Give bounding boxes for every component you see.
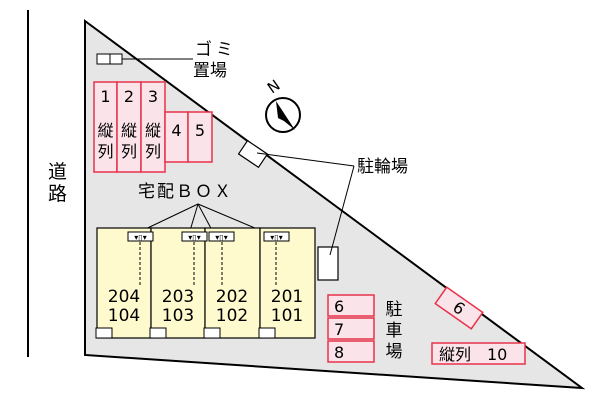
delivery-box-2: ▾▯▾ xyxy=(181,231,208,242)
parking-space-9[interactable]: 9 xyxy=(434,286,484,330)
compass: N xyxy=(264,76,301,133)
unit-201: 201 xyxy=(271,287,303,307)
parking-space-1[interactable]: 1 縦 列 xyxy=(93,81,118,173)
compass-needle xyxy=(276,101,295,130)
unit-202: 202 xyxy=(216,287,248,307)
parking-space-4[interactable]: 4 xyxy=(164,111,189,163)
delivery-box-1: ▾▯▾ xyxy=(127,231,154,242)
space-2-number: 2 xyxy=(124,87,134,106)
parking-space-7[interactable]: 7 xyxy=(327,317,375,340)
space-1-char-1: 縦 xyxy=(97,121,113,140)
parking-label-3: 場 xyxy=(386,342,403,362)
space-7-number: 7 xyxy=(334,320,344,339)
space-2-char-1: 縦 xyxy=(121,121,137,140)
space-1-char-2: 列 xyxy=(97,142,113,161)
svg-text:▾▯▾: ▾▯▾ xyxy=(188,233,200,242)
garbage-label-top: ゴミ xyxy=(195,39,237,60)
space-5-number: 5 xyxy=(195,121,205,140)
road-label-bottom: 路 xyxy=(48,183,67,205)
svg-text:▾▯▾: ▾▯▾ xyxy=(270,233,282,242)
parking-space-3[interactable]: 3 縦 列 xyxy=(140,81,166,173)
parking-label-2: 車 xyxy=(386,321,403,341)
delivery-box-4: ▾▯▾ xyxy=(263,231,290,242)
space-6-number: 6 xyxy=(334,297,344,316)
space-10-label: 縦列 10 xyxy=(439,345,507,364)
garbage-label-bottom: 置場 xyxy=(193,61,227,81)
bike-parking-label: 駐輪場 xyxy=(357,157,408,177)
unit-103: 103 xyxy=(162,306,194,326)
space-8-number: 8 xyxy=(334,343,344,362)
compass-north-label: N xyxy=(264,76,284,97)
space-3-number: 3 xyxy=(148,87,158,106)
space-1-number: 1 xyxy=(100,87,110,106)
parking-space-6[interactable]: 6 xyxy=(327,294,375,317)
unit-104: 104 xyxy=(108,306,140,326)
svg-text:▾▯▾: ▾▯▾ xyxy=(134,233,146,242)
space-4-number: 4 xyxy=(171,121,181,140)
parking-space-8[interactable]: 8 xyxy=(327,340,375,363)
bike-shed-2 xyxy=(317,246,339,281)
road-label-top: 道 xyxy=(48,161,67,183)
delivery-box-label: 宅配ＢＯＸ xyxy=(138,182,233,202)
unit-204: 204 xyxy=(108,287,140,307)
svg-text:▾▯▾: ▾▯▾ xyxy=(215,233,227,242)
space-3-char-1: 縦 xyxy=(145,121,161,140)
unit-101: 101 xyxy=(271,306,303,326)
parking-label-1: 駐 xyxy=(386,300,403,320)
bike-leader-1 xyxy=(256,152,355,167)
parking-space-2[interactable]: 2 縦 列 xyxy=(116,81,142,173)
bike-shed-1 xyxy=(237,139,269,169)
unit-203: 203 xyxy=(162,287,194,307)
apartment-building xyxy=(95,227,316,339)
parking-space-10[interactable]: 縦列 10 xyxy=(431,342,526,365)
unit-102: 102 xyxy=(216,306,248,326)
delivery-box-3: ▾▯▾ xyxy=(208,231,235,242)
parking-space-5[interactable]: 5 xyxy=(187,111,213,163)
space-2-char-2: 列 xyxy=(121,142,137,161)
bike-leader-2 xyxy=(329,165,355,256)
space-3-char-2: 列 xyxy=(145,142,161,161)
